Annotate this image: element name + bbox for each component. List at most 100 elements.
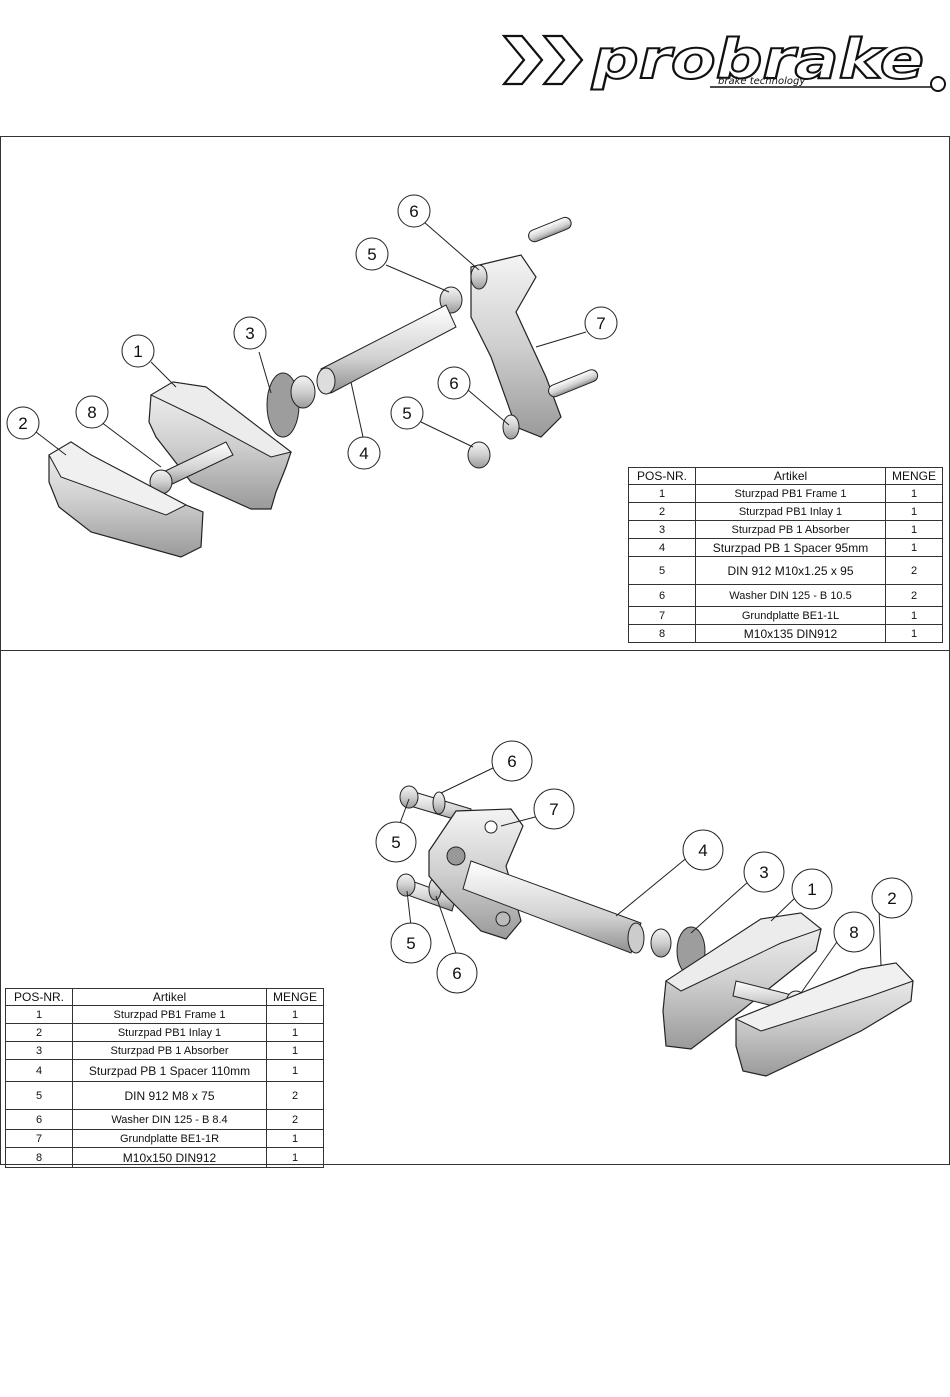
balloons-top: 6 5 7 3 1 8 2 6 5 4 — [6, 194, 618, 470]
svg-text:5: 5 — [406, 934, 415, 953]
svg-text:6: 6 — [452, 964, 461, 983]
assembly-right-panel: 6 7 5 4 3 1 2 8 5 6 POS-NR. Artikel MENG… — [0, 650, 950, 1168]
cell-menge: 1 — [885, 624, 943, 643]
cell-artikel: Sturzpad PB 1 Absorber — [72, 1041, 267, 1060]
cell-pos: 6 — [628, 584, 696, 607]
cell-menge: 1 — [266, 1129, 324, 1148]
balloon-5: 5 — [355, 237, 389, 271]
cell-artikel: DIN 912 M8 x 75 — [72, 1081, 267, 1110]
svg-text:3: 3 — [759, 863, 768, 882]
brand-tagline: brake technology — [718, 76, 806, 87]
table-header-row: POS-NR. Artikel MENGE — [5, 988, 324, 1006]
bolt-part — [439, 286, 491, 469]
assembly-left-panel: 6 5 7 3 1 8 2 6 5 4 POS-NR. Artikel MENG… — [0, 136, 950, 651]
svg-text:5: 5 — [391, 833, 400, 852]
svg-text:2: 2 — [887, 889, 896, 908]
cell-artikel: Sturzpad PB1 Inlay 1 — [695, 502, 886, 521]
balloon-6: 6 — [397, 194, 431, 228]
cell-menge: 1 — [885, 538, 943, 557]
probrake-logo: probrake brake technology — [501, 28, 946, 92]
washer-part — [470, 264, 520, 440]
svg-text:5: 5 — [367, 245, 376, 264]
inlay-part — [734, 962, 914, 1077]
svg-text:6: 6 — [507, 752, 516, 771]
col-pos: POS-NR. — [628, 467, 696, 485]
balloon-7: 7 — [584, 306, 618, 340]
balloon-8: 8 — [833, 911, 875, 953]
leader-lines — [35, 221, 587, 468]
col-artikel: Artikel — [695, 467, 886, 485]
cell-menge: 1 — [885, 606, 943, 625]
inlay-part — [48, 441, 204, 558]
cell-menge: 2 — [885, 556, 943, 585]
cell-pos: 8 — [628, 624, 696, 643]
balloon-1: 1 — [121, 334, 155, 368]
table-header-row: POS-NR. Artikel MENGE — [628, 467, 943, 485]
cell-pos: 7 — [5, 1129, 73, 1148]
cell-pos: 4 — [628, 538, 696, 557]
svg-text:4: 4 — [359, 444, 368, 463]
exploded-view-right: 6 7 5 4 3 1 2 8 5 6 — [375, 740, 914, 1077]
svg-text:3: 3 — [245, 324, 254, 343]
cell-pos: 1 — [628, 484, 696, 503]
spacer-part — [462, 860, 645, 954]
cell-pos: 7 — [628, 606, 696, 625]
cell-artikel: Sturzpad PB 1 Absorber — [695, 520, 886, 539]
cell-pos: 2 — [628, 502, 696, 521]
cell-menge: 1 — [266, 1041, 324, 1060]
balloon-6b: 6 — [437, 366, 471, 400]
svg-text:2: 2 — [18, 414, 27, 433]
balloon-4: 4 — [347, 436, 381, 470]
cell-artikel: M10x150 DIN912 — [72, 1147, 267, 1168]
balloon-5b: 5 — [390, 396, 424, 430]
cell-pos: 5 — [628, 556, 696, 585]
cell-pos: 8 — [5, 1147, 73, 1168]
cell-artikel: Washer DIN 125 - B 10.5 — [695, 584, 886, 607]
leader-lines — [398, 767, 882, 994]
svg-text:7: 7 — [549, 800, 558, 819]
cell-menge: 2 — [885, 584, 943, 607]
long-bolt-part — [149, 441, 234, 495]
cell-menge: 1 — [885, 520, 943, 539]
cell-artikel: Sturzpad PB1 Frame 1 — [72, 1005, 267, 1024]
cell-artikel: Sturzpad PB 1 Spacer 95mm — [695, 538, 886, 557]
banjo-ring-icon — [930, 76, 946, 92]
base-plate-part — [470, 216, 599, 438]
balloon-3: 3 — [743, 851, 785, 893]
svg-text:6: 6 — [449, 374, 458, 393]
chevrons-icon — [501, 34, 584, 86]
balloon-6: 6 — [491, 740, 533, 782]
svg-text:5: 5 — [402, 404, 411, 423]
cell-menge: 1 — [885, 484, 943, 503]
balloon-7: 7 — [533, 788, 575, 830]
balloon-1: 1 — [791, 868, 833, 910]
cell-pos: 4 — [5, 1059, 73, 1082]
cell-pos: 5 — [5, 1081, 73, 1110]
svg-text:8: 8 — [87, 403, 96, 422]
cell-pos: 1 — [5, 1005, 73, 1024]
cell-menge: 2 — [266, 1109, 324, 1130]
balloon-3: 3 — [233, 316, 267, 350]
balloon-2: 2 — [6, 406, 40, 440]
col-pos: POS-NR. — [5, 988, 73, 1006]
balloon-6b: 6 — [436, 952, 478, 994]
cell-menge: 1 — [266, 1059, 324, 1082]
exploded-view-left: 6 5 7 3 1 8 2 6 5 4 — [6, 194, 618, 558]
svg-text:1: 1 — [133, 342, 142, 361]
cell-pos: 3 — [5, 1041, 73, 1060]
balloons-bottom: 6 7 5 4 3 1 2 8 5 6 — [375, 740, 913, 994]
balloon-5: 5 — [375, 821, 417, 863]
